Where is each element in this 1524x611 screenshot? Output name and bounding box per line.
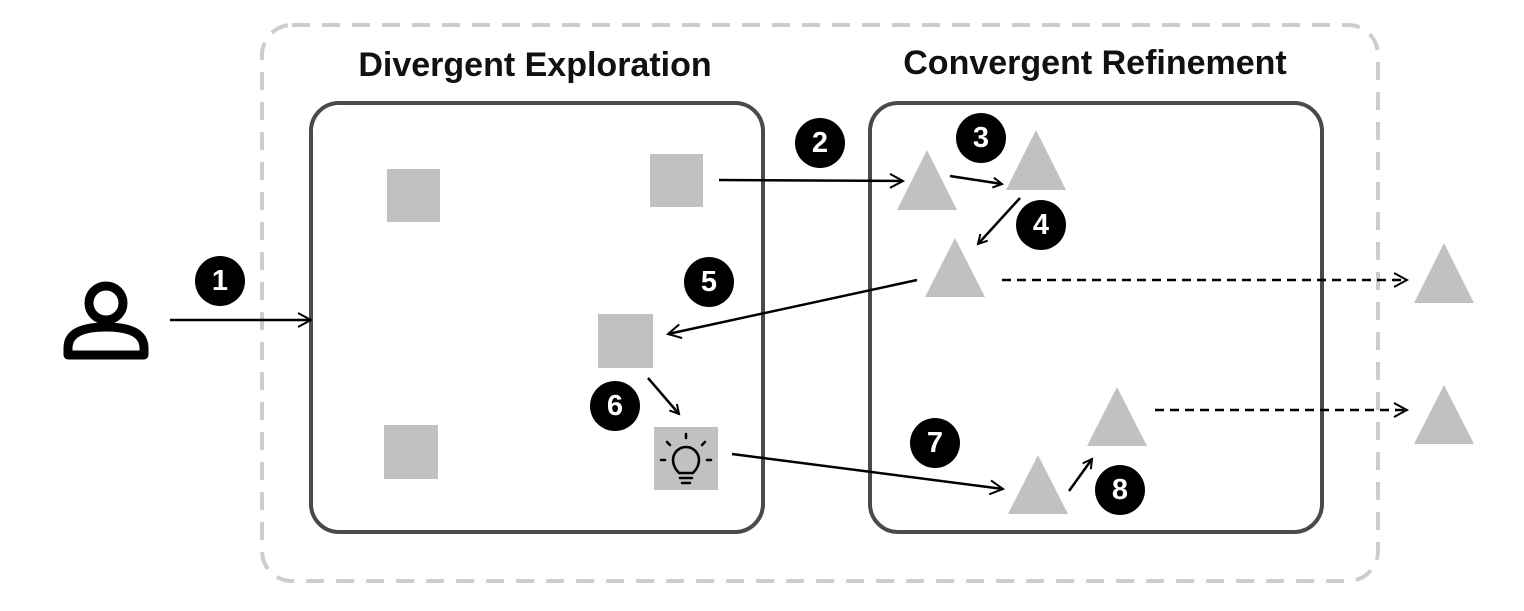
idea-card bbox=[650, 154, 703, 207]
output-idea bbox=[1414, 243, 1474, 303]
system-boundary bbox=[260, 23, 1380, 583]
arrow-step-5 bbox=[668, 278, 918, 334]
divergent-panel-title: Divergent Exploration bbox=[358, 46, 712, 84]
lightbulb-icon bbox=[654, 427, 718, 490]
step-badge-2: 2 bbox=[795, 118, 845, 168]
idea-card bbox=[384, 425, 438, 479]
step-badge-6: 6 bbox=[590, 381, 640, 431]
refined-idea bbox=[1087, 387, 1147, 446]
arrow-step-8 bbox=[1067, 459, 1092, 492]
step-badge-8: 8 bbox=[1095, 465, 1145, 515]
refined-idea bbox=[1006, 130, 1066, 190]
idea-card bbox=[387, 169, 440, 222]
arrow-step-4 bbox=[978, 197, 1021, 244]
arrow-step-2 bbox=[718, 180, 903, 181]
arrow-step-3 bbox=[949, 174, 1002, 184]
convergent-panel bbox=[868, 101, 1324, 534]
refined-idea bbox=[897, 150, 957, 210]
output-idea bbox=[1414, 385, 1474, 444]
refined-idea bbox=[1008, 455, 1068, 514]
step-badge-1: 1 bbox=[195, 256, 245, 306]
convergent-panel-title: Convergent Refinement bbox=[903, 44, 1287, 82]
arrow-step-7 bbox=[731, 452, 1003, 489]
arrow-step-6 bbox=[647, 377, 679, 414]
step-badge-7: 7 bbox=[910, 418, 960, 468]
step-badge-3: 3 bbox=[956, 113, 1006, 163]
refined-idea bbox=[925, 238, 985, 297]
user-icon bbox=[63, 281, 149, 360]
step-badge-4: 4 bbox=[1016, 200, 1066, 250]
step-badge-5: 5 bbox=[684, 257, 734, 307]
idea-card bbox=[598, 314, 653, 368]
